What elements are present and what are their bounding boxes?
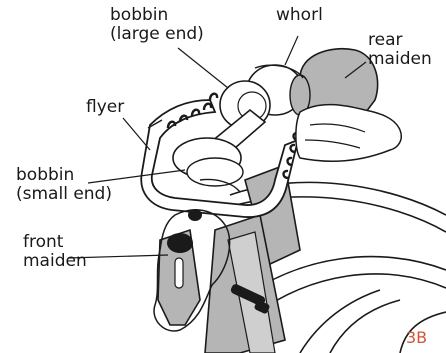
label-rear-maiden: rear maiden <box>368 31 432 69</box>
label-whorl: whorl <box>276 6 323 25</box>
label-bobbin-large-end: bobbin (large end) <box>110 6 204 44</box>
label-flyer: flyer <box>86 98 124 117</box>
bobbin-small-end-shape <box>173 138 243 192</box>
label-bobbin-small-end: bobbin (small end) <box>16 166 112 204</box>
right-hand <box>296 105 401 162</box>
label-front-maiden: front maiden <box>23 233 87 271</box>
figure-number: 3B <box>406 328 427 347</box>
front-maiden-shape <box>158 209 202 325</box>
